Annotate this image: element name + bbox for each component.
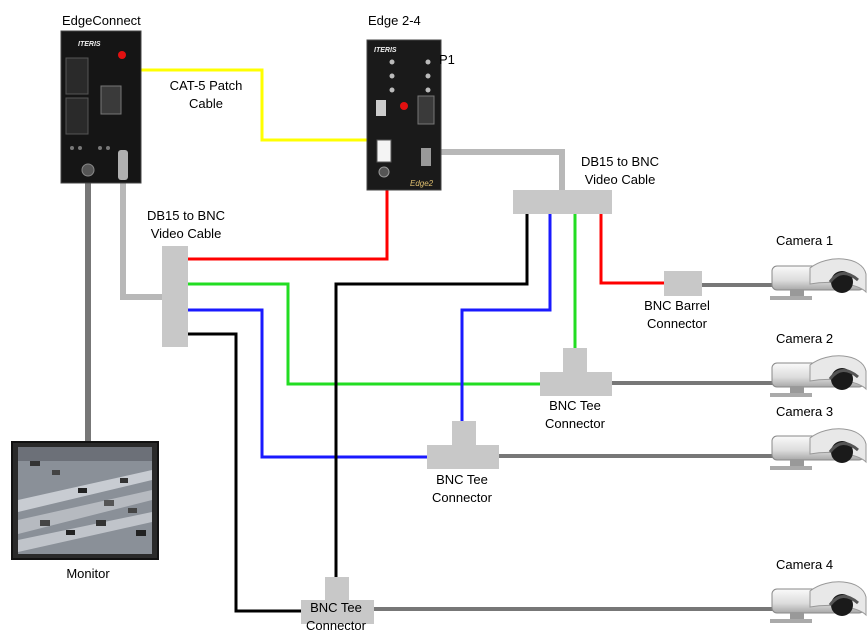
camera-1-icon [770, 259, 866, 300]
db15-left-breakout [162, 246, 188, 347]
tee2-label-line2: Connector [432, 490, 493, 505]
camera-3-label: Camera 3 [776, 404, 833, 419]
camera-4-icon [770, 582, 866, 623]
black-wire-right [336, 214, 527, 579]
edge24-brand: ITERIS [374, 47, 397, 54]
tee1-label-line2: Connector [545, 416, 606, 431]
edge24-label: Edge 2-4 [368, 13, 421, 28]
edge24-port-label: P1 [439, 52, 455, 67]
camera-4-label: Camera 4 [776, 557, 833, 572]
db15-left-label-line1: DB15 to BNC [147, 208, 225, 223]
camera-2-icon [770, 356, 866, 397]
barrel-label-line2: Connector [647, 316, 708, 331]
camera-2-label: Camera 2 [776, 331, 833, 346]
db15-right-label-line2: Video Cable [585, 172, 656, 187]
monitor-label: Monitor [66, 566, 110, 581]
camera-1-label: Camera 1 [776, 233, 833, 248]
tee3-label-line2: Connector [306, 618, 367, 633]
tee1-label-line1: BNC Tee [549, 398, 601, 413]
tee2-label-line1: BNC Tee [436, 472, 488, 487]
edgeconnect-label: EdgeConnect [62, 13, 141, 28]
bnc-barrel-connector [664, 271, 702, 296]
bnc-tee-connector-1 [540, 348, 612, 396]
green-wire-left [188, 284, 540, 384]
red-wire-camera1 [601, 214, 664, 283]
red-wire-edge [188, 190, 387, 259]
cat5-label-line2: Cable [189, 96, 223, 111]
db15-left-label-line2: Video Cable [151, 226, 222, 241]
edgeconnect-brand: ITERIS [78, 41, 101, 48]
tee3-label-line1: BNC Tee [310, 600, 362, 615]
db15-right-cable [427, 152, 562, 190]
cat5-label-line1: CAT-5 Patch [170, 78, 243, 93]
edge24-model-mark: Edge2 [410, 179, 434, 188]
edgeconnect-device: ITERIS [61, 31, 141, 183]
db15-right-label-line1: DB15 to BNC [581, 154, 659, 169]
black-wire-left [188, 334, 302, 611]
edge-2-4-device: ITERIS Edge2 [367, 40, 441, 190]
camera-3-icon [770, 429, 866, 470]
monitor-device [12, 442, 158, 559]
bnc-tee-connector-2 [427, 421, 499, 469]
blue-wire-right [462, 214, 550, 421]
barrel-label-line1: BNC Barrel [644, 298, 710, 313]
db15-right-breakout [513, 190, 612, 214]
